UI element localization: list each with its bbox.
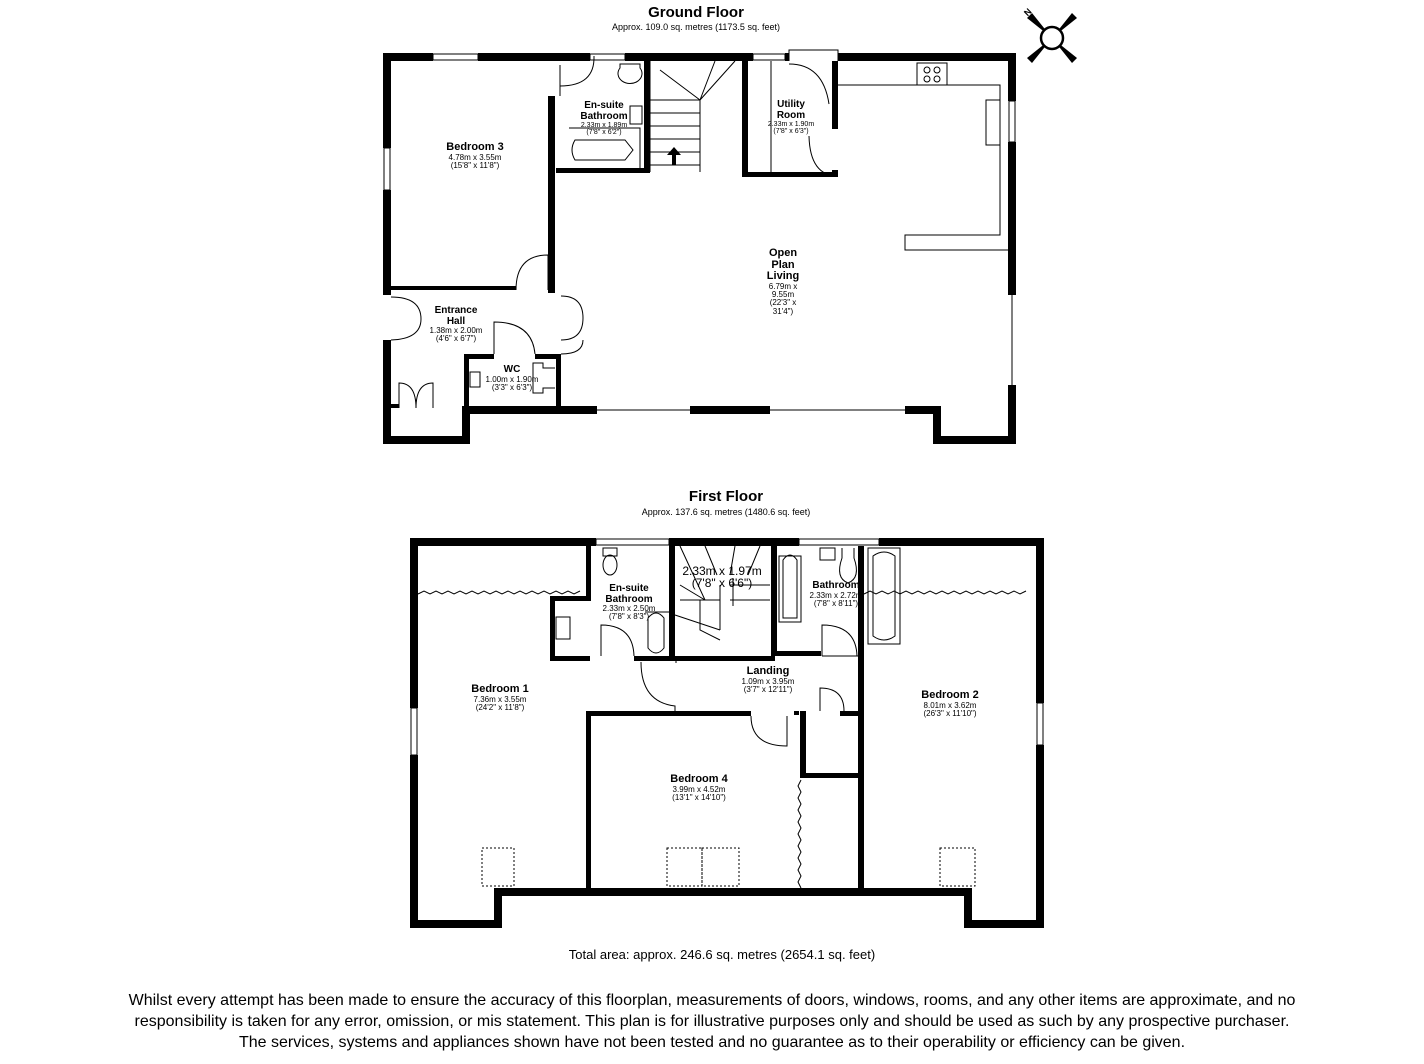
room-bedroom-1: Bedroom 1 7.36m x 3.55m (24'2" x 11'8"): [471, 683, 529, 712]
room-landing: Landing 1.09m x 3.95m (3'7" x 12'11"): [741, 665, 795, 694]
first-floor-title: First Floor: [688, 488, 764, 505]
first-floor-walls: [410, 538, 1044, 928]
first-floor-fixtures: [410, 538, 1044, 889]
room-bedroom-4: Bedroom 4 3.99m x 4.52m (13'1" x 14'10"): [670, 773, 728, 802]
room-bathroom: Bathroom 2.33m x 2.72m (7'8" x 8'11"): [809, 580, 863, 608]
stair-arrow-icon: [667, 147, 681, 165]
ground-floor-fixtures: [383, 49, 1016, 411]
ground-floor-title: Ground Floor: [648, 4, 744, 21]
total-area: Total area: approx. 246.6 sq. metres (26…: [568, 947, 876, 962]
ground-floor-area: Approx. 109.0 sq. metres (1173.5 sq. fee…: [612, 22, 780, 32]
disclaimer: Whilst every attempt has been made to en…: [128, 992, 1296, 1051]
room-wc: WC 1.00m x 1.90m (3'3" x 6'3"): [485, 364, 539, 392]
stair-dimensions: 2.33m x 1.97m (7'8" x 6'6"): [682, 564, 762, 590]
room-entrance-hall: Entrance Hall 1.38m x 2.00m (4'6" x 6'7"…: [429, 305, 483, 344]
room-bedroom-2: Bedroom 2 8.01m x 3.62m (26'3" x 11'10"): [921, 689, 979, 718]
compass-icon: [1027, 13, 1077, 63]
room-bedroom-3: Bedroom 3 4.78m x 3.55m (15'8" x 11'8"): [446, 141, 504, 170]
room-utility: Utility Room 2.33m x 1.90m (7'8" x 6'3"): [767, 99, 815, 136]
first-floor-area: Approx. 137.6 sq. metres (1480.6 sq. fee…: [641, 507, 811, 517]
room-ground-ensuite: En-suite Bathroom 2.33m x 1.89m (7'8" x …: [580, 100, 628, 137]
room-open-plan-living: Open Plan Living 6.79m x 9.55m (22'3" x …: [766, 247, 800, 316]
room-first-ensuite: En-suite Bathroom 2.33m x 2.50m (7'8" x …: [602, 583, 656, 622]
ground-floor-walls: [383, 53, 1016, 444]
